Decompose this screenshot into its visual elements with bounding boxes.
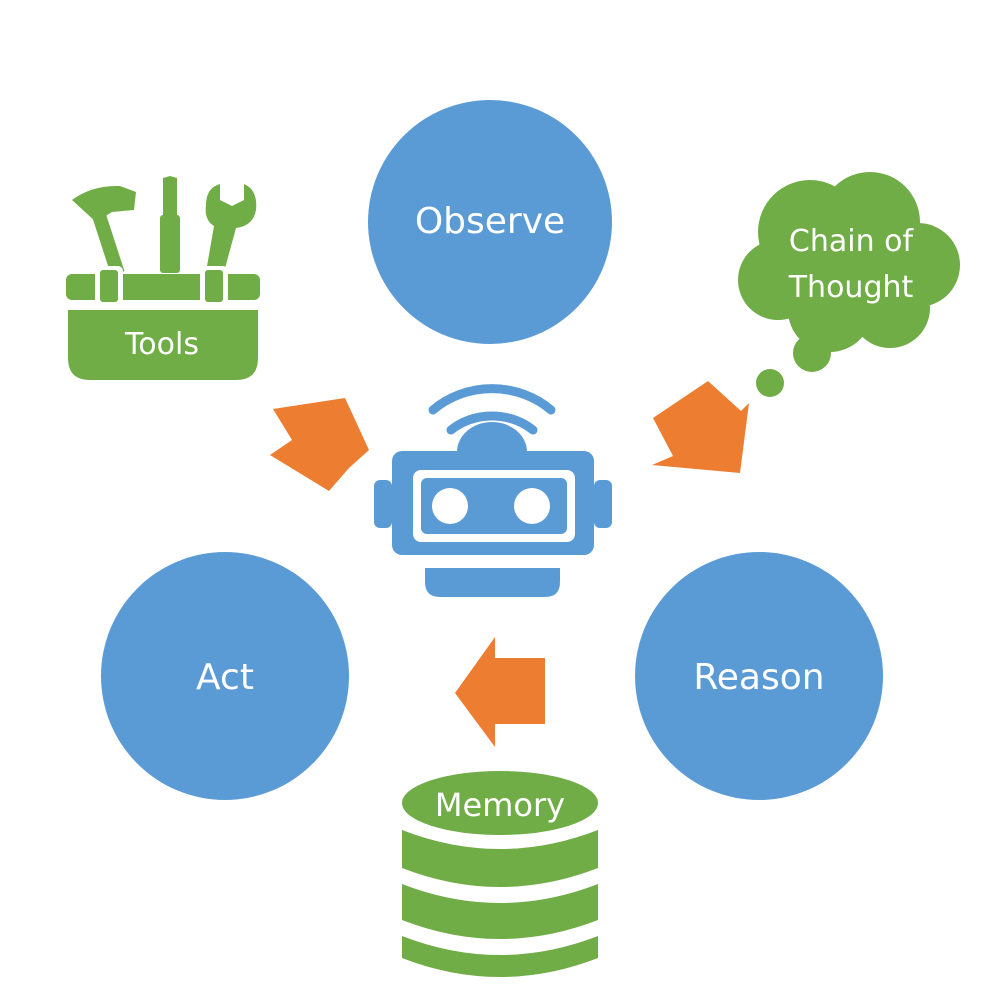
- wrench-icon: [205, 184, 257, 272]
- database-icon: [402, 771, 598, 977]
- robot-body: [425, 568, 560, 597]
- thought-bubble-large: [793, 334, 831, 372]
- database-disk-1: [402, 830, 598, 887]
- toolbox-latch-right-inner: [205, 270, 223, 302]
- arrow-act-to-observe: [270, 398, 369, 491]
- toolbox-latch-left-inner: [100, 270, 118, 302]
- screwdriver-icon: [160, 176, 180, 273]
- arrow-observe-to-reason: [652, 381, 749, 473]
- act-label: Act: [196, 657, 254, 698]
- tools-label: Tools: [124, 327, 199, 362]
- reason-label: Reason: [693, 657, 824, 698]
- signal-wave-inner: [446, 411, 538, 435]
- database-top: [402, 771, 598, 835]
- database-disk-3: [402, 936, 598, 977]
- robot-icon: [374, 384, 612, 597]
- reason-circle: [635, 552, 883, 800]
- robot-eye-left: [432, 488, 468, 524]
- toolbox-body: [68, 310, 258, 380]
- thought-bubble-small: [756, 369, 784, 397]
- observe-node: Observe: [368, 100, 612, 344]
- toolbox-icon: [66, 176, 260, 380]
- thought-cloud-icon: [738, 172, 960, 397]
- thought-label-line2: Thought: [788, 270, 914, 305]
- thought-label-line1: Chain of: [789, 224, 915, 259]
- observe-circle: [368, 100, 612, 344]
- robot-ear-left: [374, 480, 392, 528]
- robot-eye-right: [514, 488, 550, 524]
- database-disk-2: [402, 884, 598, 939]
- reason-node: Reason: [635, 552, 883, 800]
- signal-wave-outer: [428, 384, 556, 415]
- hammer-icon: [72, 185, 136, 276]
- memory-label: Memory: [435, 786, 565, 824]
- act-circle: [101, 552, 349, 800]
- robot-ear-right: [594, 480, 612, 528]
- observe-label: Observe: [415, 201, 565, 242]
- arrow-reason-to-act: [455, 637, 545, 747]
- act-node: Act: [101, 552, 349, 800]
- robot-antenna: [457, 422, 527, 452]
